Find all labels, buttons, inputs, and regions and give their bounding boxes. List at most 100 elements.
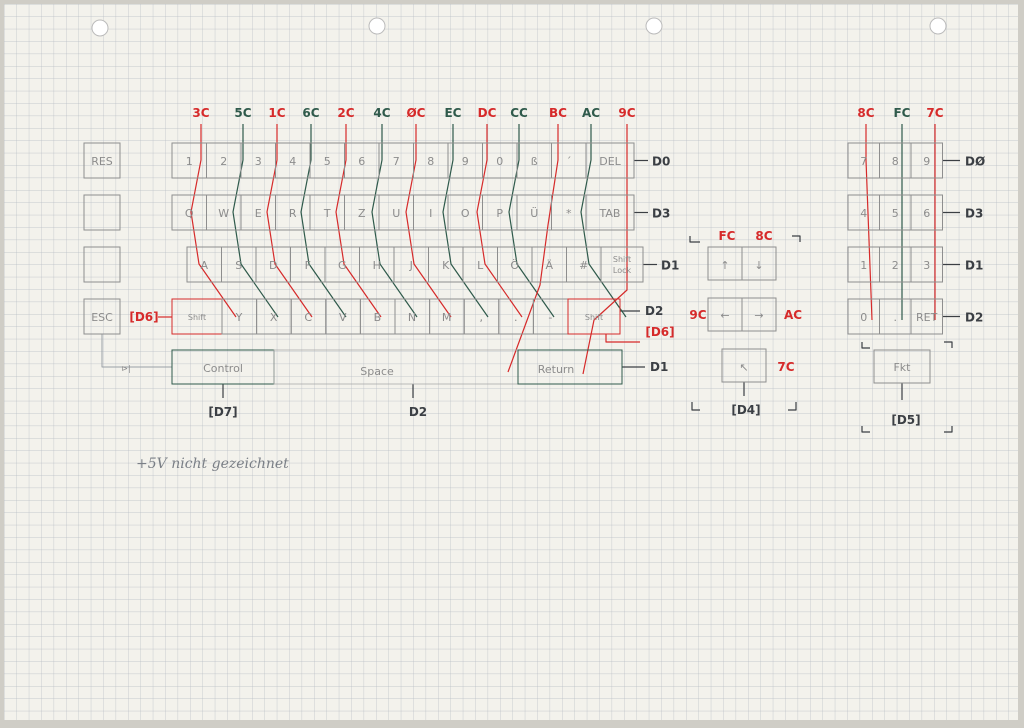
- key-label: Control: [203, 362, 243, 375]
- key-label: F: [305, 259, 311, 272]
- key-label: Space: [360, 365, 394, 378]
- cursor-right-key: [741, 297, 777, 332]
- key-label: 5: [324, 155, 331, 168]
- wire-label: 5C: [234, 106, 251, 120]
- key-label: 1: [860, 259, 867, 272]
- matrix-wire-12: [582, 124, 628, 375]
- data-line-label: D2: [965, 311, 983, 325]
- key-label: 2: [892, 259, 899, 272]
- punch-hole: [645, 17, 663, 35]
- data-line-label: D1: [650, 360, 668, 374]
- return-key: [517, 349, 623, 385]
- key-1-12: [585, 194, 635, 231]
- key-label: B: [374, 311, 382, 324]
- key-label: →: [754, 309, 763, 322]
- diode-wire: [101, 334, 172, 368]
- wire-label: BC: [549, 106, 567, 120]
- wire-label: DC: [478, 106, 497, 120]
- wire-label: FC: [718, 229, 735, 243]
- key-label: ↖: [739, 361, 748, 374]
- key-label: D: [269, 259, 277, 272]
- wire-label: 4C: [373, 106, 390, 120]
- data-line-label: D3: [652, 207, 670, 221]
- bracket-label: [D6]: [645, 325, 674, 339]
- key-label: 7: [860, 155, 867, 168]
- matrix-wire-10: [507, 124, 559, 373]
- left-key-1: [83, 194, 121, 231]
- key-label: ,: [479, 311, 483, 324]
- bracket: [861, 426, 870, 433]
- diode-symbol: ⊳|: [121, 364, 130, 373]
- bracket: [861, 342, 870, 349]
- left-key-0: [83, 142, 121, 179]
- key-label: #: [579, 259, 588, 272]
- wire-label: 9C: [618, 106, 635, 120]
- key-label: Shift: [613, 255, 631, 264]
- numpad-wire: [865, 124, 873, 321]
- wire-label: 8C: [755, 229, 772, 243]
- key-label: S: [235, 259, 242, 272]
- key-label: R: [289, 207, 297, 220]
- bracket: [691, 402, 700, 411]
- wire-label: 1C: [268, 106, 285, 120]
- bracket-label: [D7]: [208, 405, 237, 419]
- key-label: C: [304, 311, 312, 324]
- wire-label: 7C: [777, 360, 794, 374]
- wire-label: 7C: [926, 106, 943, 120]
- bracket: [944, 426, 953, 433]
- key-label: RES: [91, 155, 113, 168]
- wire-label: CC: [510, 106, 528, 120]
- key-label: .: [893, 311, 897, 324]
- key-label: X: [270, 311, 278, 324]
- key-0-12: [585, 142, 635, 179]
- key-label: -: [548, 311, 552, 324]
- bracket-label: [D5]: [891, 413, 920, 427]
- data-line-label: D2: [645, 304, 663, 318]
- wire-label: 3C: [192, 106, 209, 120]
- key-label: 4: [289, 155, 296, 168]
- key-label: DEL: [599, 155, 621, 168]
- key-label: 3: [923, 259, 930, 272]
- bracket: [792, 235, 801, 242]
- grid: [4, 4, 1018, 720]
- key-label: ß: [531, 155, 538, 168]
- key-label: Z: [358, 207, 366, 220]
- key-label: 7: [393, 155, 400, 168]
- key-label: 2: [220, 155, 227, 168]
- key-label: Ä: [545, 259, 553, 272]
- key-label: Shift: [585, 313, 603, 322]
- left-key-2: [83, 246, 121, 283]
- cursor-down-key: [741, 246, 777, 281]
- key-label: Return: [538, 363, 575, 376]
- bracket-label: D2: [409, 405, 427, 419]
- key-label: J: [409, 259, 413, 272]
- bracket-label: [D6]: [129, 310, 158, 324]
- key-label: 9: [462, 155, 469, 168]
- key-label: .: [514, 311, 518, 324]
- numpad-key-1-2: [910, 194, 943, 231]
- wire-label: EC: [444, 106, 461, 120]
- key-label: H: [373, 259, 381, 272]
- wire-label: 6C: [302, 106, 319, 120]
- bracket-label: [D4]: [731, 403, 760, 417]
- key-label: K: [442, 259, 450, 272]
- handwritten-note: +5V nicht gezeichnet: [136, 456, 289, 472]
- bracket: [944, 341, 953, 348]
- key-label: E: [255, 207, 262, 220]
- punch-hole: [368, 17, 386, 35]
- key-label: 0: [860, 311, 867, 324]
- numpad-key-0-2: [910, 142, 943, 179]
- data-line-label: D1: [965, 259, 983, 273]
- bracket: [788, 402, 797, 411]
- key-label: ←: [720, 309, 729, 322]
- wire-label: 9C: [689, 308, 706, 322]
- wire-label: 2C: [337, 106, 354, 120]
- key-label: O: [461, 207, 470, 220]
- key-label: P: [496, 207, 503, 220]
- key-label: Ü: [530, 207, 538, 220]
- wire-label: 8C: [857, 106, 874, 120]
- bracket: [689, 236, 700, 243]
- key-label: ↓: [754, 259, 763, 272]
- key-label: ´: [566, 155, 572, 168]
